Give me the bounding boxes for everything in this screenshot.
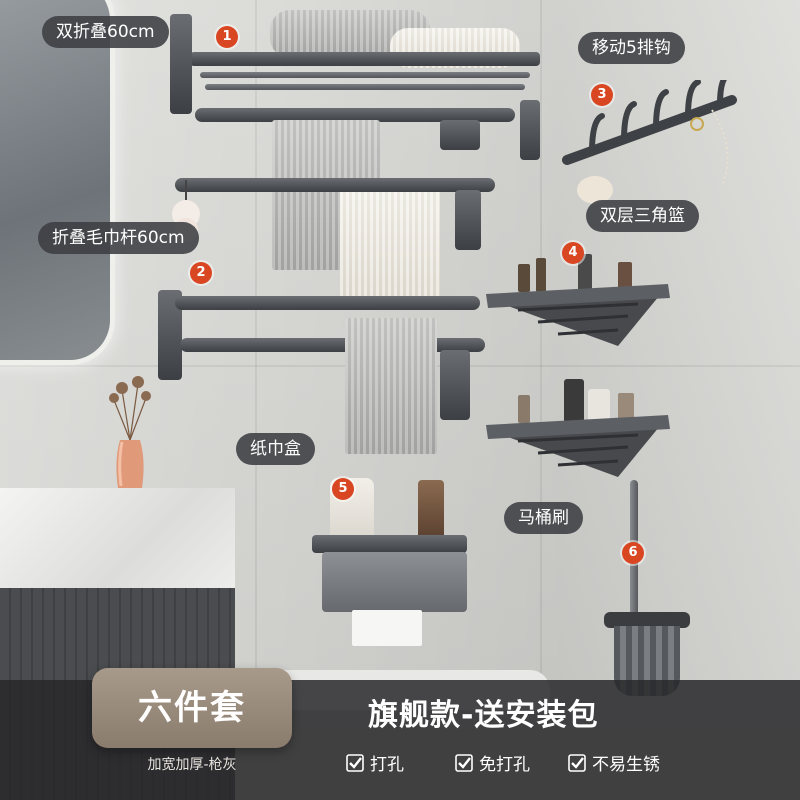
feature-label: 打孔 — [370, 755, 404, 775]
check-icon — [568, 753, 586, 772]
perfume-bottle — [418, 480, 444, 540]
feature-item: 打孔 — [346, 750, 404, 775]
feature-label: 不易生锈 — [592, 755, 660, 775]
banner-headline: 旗舰款-送安装包 — [368, 698, 599, 733]
package-title: 六件套 — [92, 668, 292, 748]
feature-label: 免打孔 — [479, 755, 530, 775]
corner-basket-upper — [486, 254, 670, 346]
mirror — [0, 0, 110, 360]
marble-counter — [0, 488, 235, 588]
package-subtitle: 加宽加厚-枪灰 — [147, 757, 237, 773]
badge-4: 4 — [562, 242, 584, 264]
badge-1: 1 — [216, 26, 238, 48]
badge-2: 2 — [190, 262, 212, 284]
label-item4: 双层三角篮 — [586, 200, 699, 232]
check-icon — [346, 753, 364, 772]
corner-basket-lower — [486, 379, 670, 477]
tile-seam — [540, 0, 542, 680]
feature-item: 免打孔 — [455, 750, 530, 775]
label-item1: 双折叠60cm — [42, 16, 169, 48]
hanging-towel — [340, 180, 440, 300]
hanging-towel — [345, 318, 437, 454]
check-icon — [455, 753, 473, 772]
package-seal: 六件套 加宽加厚-枪灰 — [92, 668, 292, 800]
label-item3: 移动5排钩 — [578, 32, 685, 64]
tissue — [352, 610, 422, 646]
towel-bar — [175, 178, 495, 192]
hanging-pouch — [577, 176, 613, 204]
vase-decoration — [109, 376, 151, 488]
badge-3: 3 — [591, 84, 613, 106]
badge-6: 6 — [622, 542, 644, 564]
label-item2: 折叠毛巾杆60cm — [38, 222, 199, 254]
label-item6: 马桶刷 — [504, 502, 583, 534]
five-hook-rail — [562, 80, 737, 187]
label-item5: 纸巾盒 — [236, 433, 315, 465]
feature-item: 不易生锈 — [568, 750, 660, 775]
badge-5: 5 — [332, 478, 354, 500]
